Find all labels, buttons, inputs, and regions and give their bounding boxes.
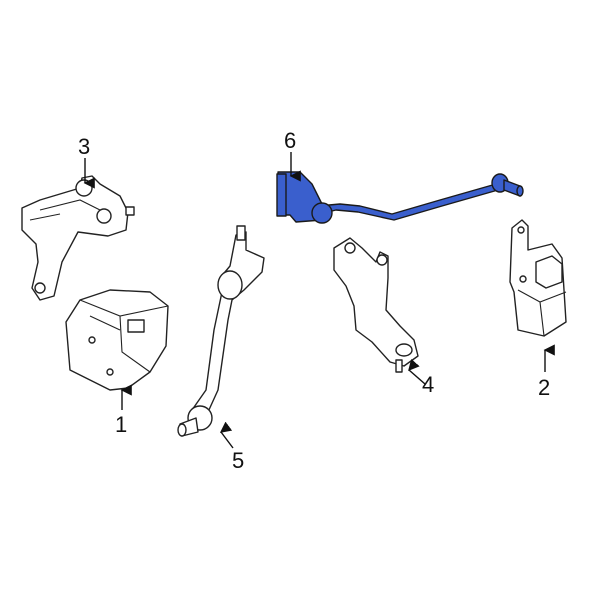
callout-4: 4: [422, 372, 434, 397]
part-4-bracket[interactable]: [333, 237, 419, 373]
part-3-bracket[interactable]: [21, 175, 135, 301]
part-5-link[interactable]: [177, 225, 265, 437]
part-6-rod: [317, 183, 499, 221]
leader-4: [408, 358, 426, 385]
callout-5: 5: [232, 448, 244, 473]
part-1-sensor[interactable]: [65, 289, 169, 391]
part-2-sensor[interactable]: [509, 219, 567, 337]
callout-2: 2: [538, 375, 550, 400]
callout-1: 1: [115, 412, 127, 437]
leader-5: [219, 421, 234, 449]
part-6-highlighted-link[interactable]: [276, 171, 524, 224]
callout-3: 3: [78, 134, 90, 159]
callout-6: 6: [284, 128, 296, 153]
